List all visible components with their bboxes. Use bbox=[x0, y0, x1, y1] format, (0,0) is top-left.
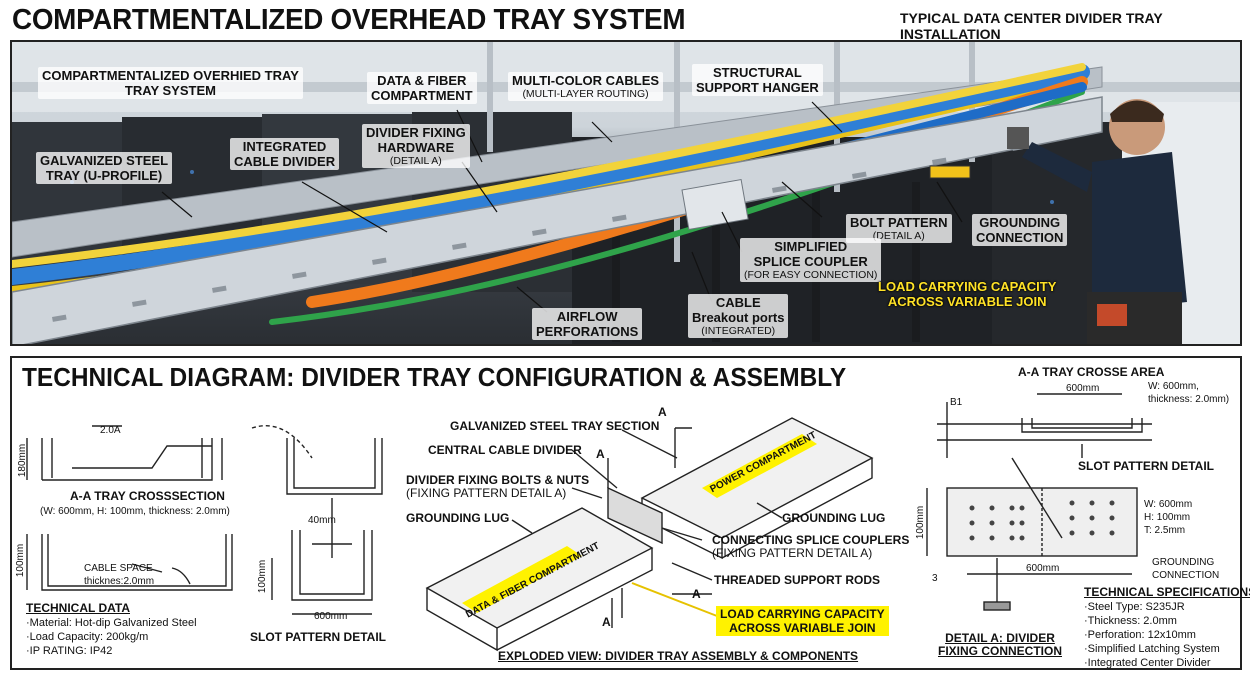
galv-section-label: GALVANIZED STEEL TRAY SECTION bbox=[450, 419, 660, 433]
dim-600: 600mm bbox=[314, 611, 348, 622]
tech-spec-item: Integrated Center Divider bbox=[1084, 656, 1220, 670]
technical-title: TECHNICAL DIAGRAM: DIVIDER TRAY CONFIGUR… bbox=[22, 362, 847, 392]
central-divider-label: CENTRAL CABLE DIVIDER bbox=[428, 443, 582, 457]
grounding-lug-right: GROUNDING LUG bbox=[782, 511, 886, 525]
grounding-lug-left: GROUNDING LUG bbox=[406, 511, 510, 525]
tech-spec-item: Simplified Latching System bbox=[1084, 642, 1220, 656]
callout-multicolor: MULTI-COLOR CABLES(MULTI-LAYER ROUTING) bbox=[508, 72, 664, 101]
dim-180: 180mm bbox=[17, 443, 29, 478]
crosse-area-title: A-A TRAY CROSSE AREA bbox=[1018, 365, 1165, 379]
slot-pattern-title-right: SLOT PATTERN DETAIL bbox=[1078, 459, 1214, 473]
dim-600b: 600mm bbox=[1026, 563, 1060, 574]
dim-100-right: 100mm bbox=[915, 505, 927, 540]
tech-spec-item: Steel Type: S235JR bbox=[1084, 600, 1220, 614]
tech-data-item: Material: Hot-dip Galvanized Steel bbox=[26, 616, 197, 630]
crosssection-title: A-A TRAY CROSSSECTION bbox=[70, 489, 225, 503]
dim-3: 3 bbox=[932, 573, 938, 584]
bolts-label: DIVIDER FIXING BOLTS & NUTS(FIXING PATTE… bbox=[406, 473, 590, 500]
main-title: COMPARTMENTALIZED OVERHEAD TRAY SYSTEM bbox=[12, 4, 686, 36]
dim-2da: 2.0A bbox=[100, 425, 121, 436]
section-a-bottom: A bbox=[602, 615, 611, 629]
slot-pattern-title-left: SLOT PATTERN DETAIL bbox=[250, 630, 386, 644]
dim-40: 40mm bbox=[308, 515, 336, 526]
section-a-right: A bbox=[692, 587, 701, 601]
tech-data-title: TECHNICAL DATA bbox=[26, 601, 130, 615]
technical-drawings bbox=[26, 393, 1152, 652]
technician bbox=[1007, 99, 1187, 344]
threaded-rods-label: THREADED SUPPORT RODS bbox=[714, 573, 881, 587]
technical-diagram-panel: TECHNICAL DIAGRAM: DIVIDER TRAY CONFIGUR… bbox=[10, 356, 1250, 670]
tech-spec-item: Thickness: 2.0mm bbox=[1084, 614, 1220, 628]
tech-spec-list: Steel Type: S235JR Thickness: 2.0mm Perf… bbox=[1084, 600, 1220, 670]
splice-couplers-label: CONNECTING SPLICE COUPLERS(FIXING PATTER… bbox=[712, 533, 910, 560]
dim-100: 100mm bbox=[15, 543, 27, 578]
section-a-top: A bbox=[658, 405, 667, 419]
section-a-mid: A bbox=[596, 447, 605, 461]
b1-label: B1 bbox=[950, 397, 963, 408]
crosssection-sub: (W: 600mm, H: 100mm, thickness: 2.0mm) bbox=[40, 506, 230, 517]
w-label: W: 600mm,thickness: 2.0mm) bbox=[1148, 381, 1230, 405]
dim-600-right: 600mm bbox=[1066, 383, 1100, 394]
dim-100b: 100mm bbox=[257, 559, 269, 594]
tech-data-item: IP RATING: IP42 bbox=[26, 644, 197, 658]
tech-spec-title: TECHNICAL SPECIFICATIONS bbox=[1084, 585, 1250, 599]
tech-spec-item: Perforation: 12x10mm bbox=[1084, 628, 1220, 642]
tech-data-list: Material: Hot-dip Galvanized Steel Load … bbox=[26, 616, 197, 658]
tech-data-item: Load Capacity: 200kg/m bbox=[26, 630, 197, 644]
exploded-view-title: EXPLODED VIEW: DIVIDER TRAY ASSEMBLY & C… bbox=[498, 649, 859, 663]
installation-label: TYPICAL DATA CENTER DIVIDER TRAY INSTALL… bbox=[900, 10, 1163, 42]
